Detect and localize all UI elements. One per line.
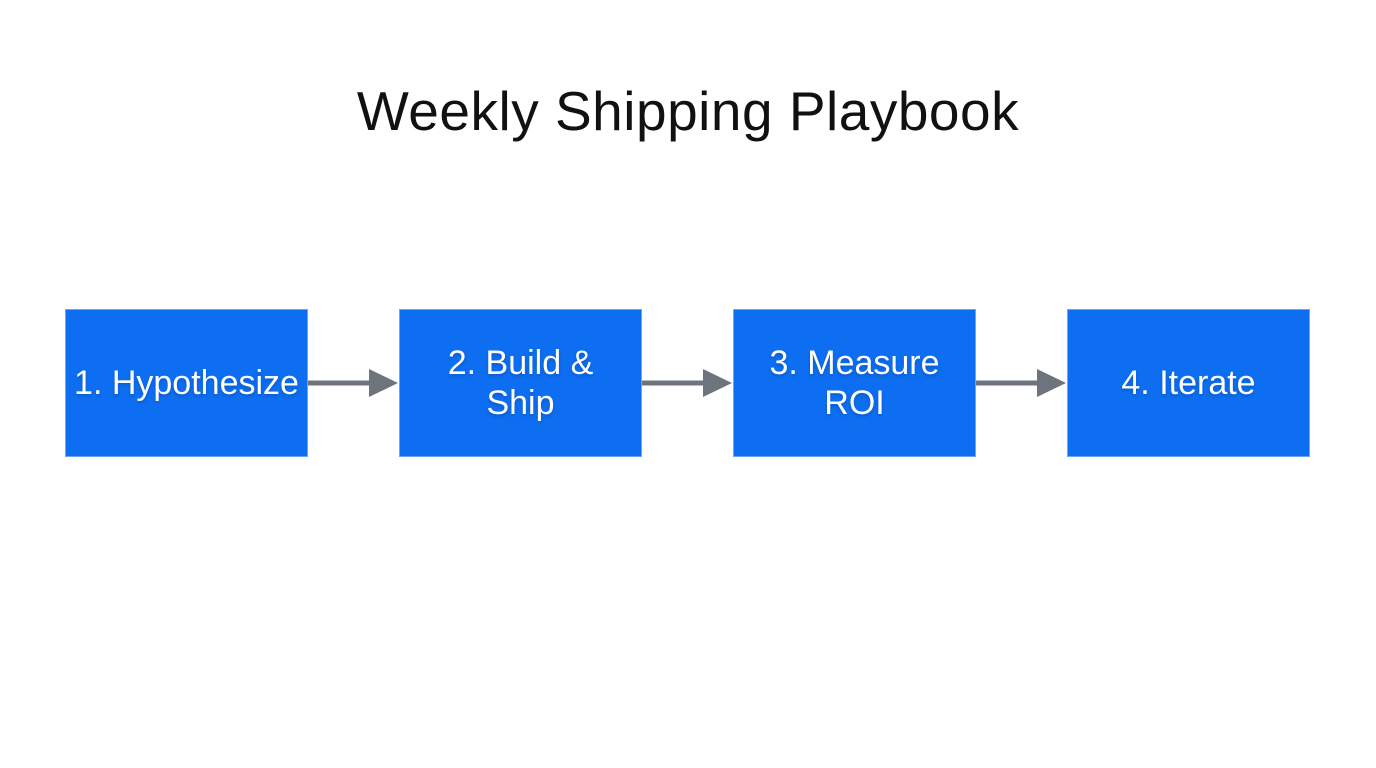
step-box-hypothesize: 1. Hypothesize <box>65 309 308 457</box>
diagram-title: Weekly Shipping Playbook <box>356 80 1020 142</box>
arrow-right-icon <box>976 369 1066 397</box>
step-box-iterate: 4. Iterate <box>1067 309 1310 457</box>
arrow-right-icon <box>642 369 732 397</box>
step-label-measure-roi: 3. Measure ROI <box>769 344 940 422</box>
flow-row: 1. Hypothesize 2. Build & Ship 3. Measur… <box>65 309 1310 457</box>
step-label-build-ship: 2. Build & Ship <box>447 344 594 422</box>
arrow-right-icon <box>308 369 398 397</box>
step-box-measure-roi: 3. Measure ROI <box>733 309 976 457</box>
step-label-iterate: 4. Iterate <box>1121 364 1256 402</box>
step-label-hypothesize: 1. Hypothesize <box>74 364 299 402</box>
step-box-build-ship: 2. Build & Ship <box>399 309 642 457</box>
